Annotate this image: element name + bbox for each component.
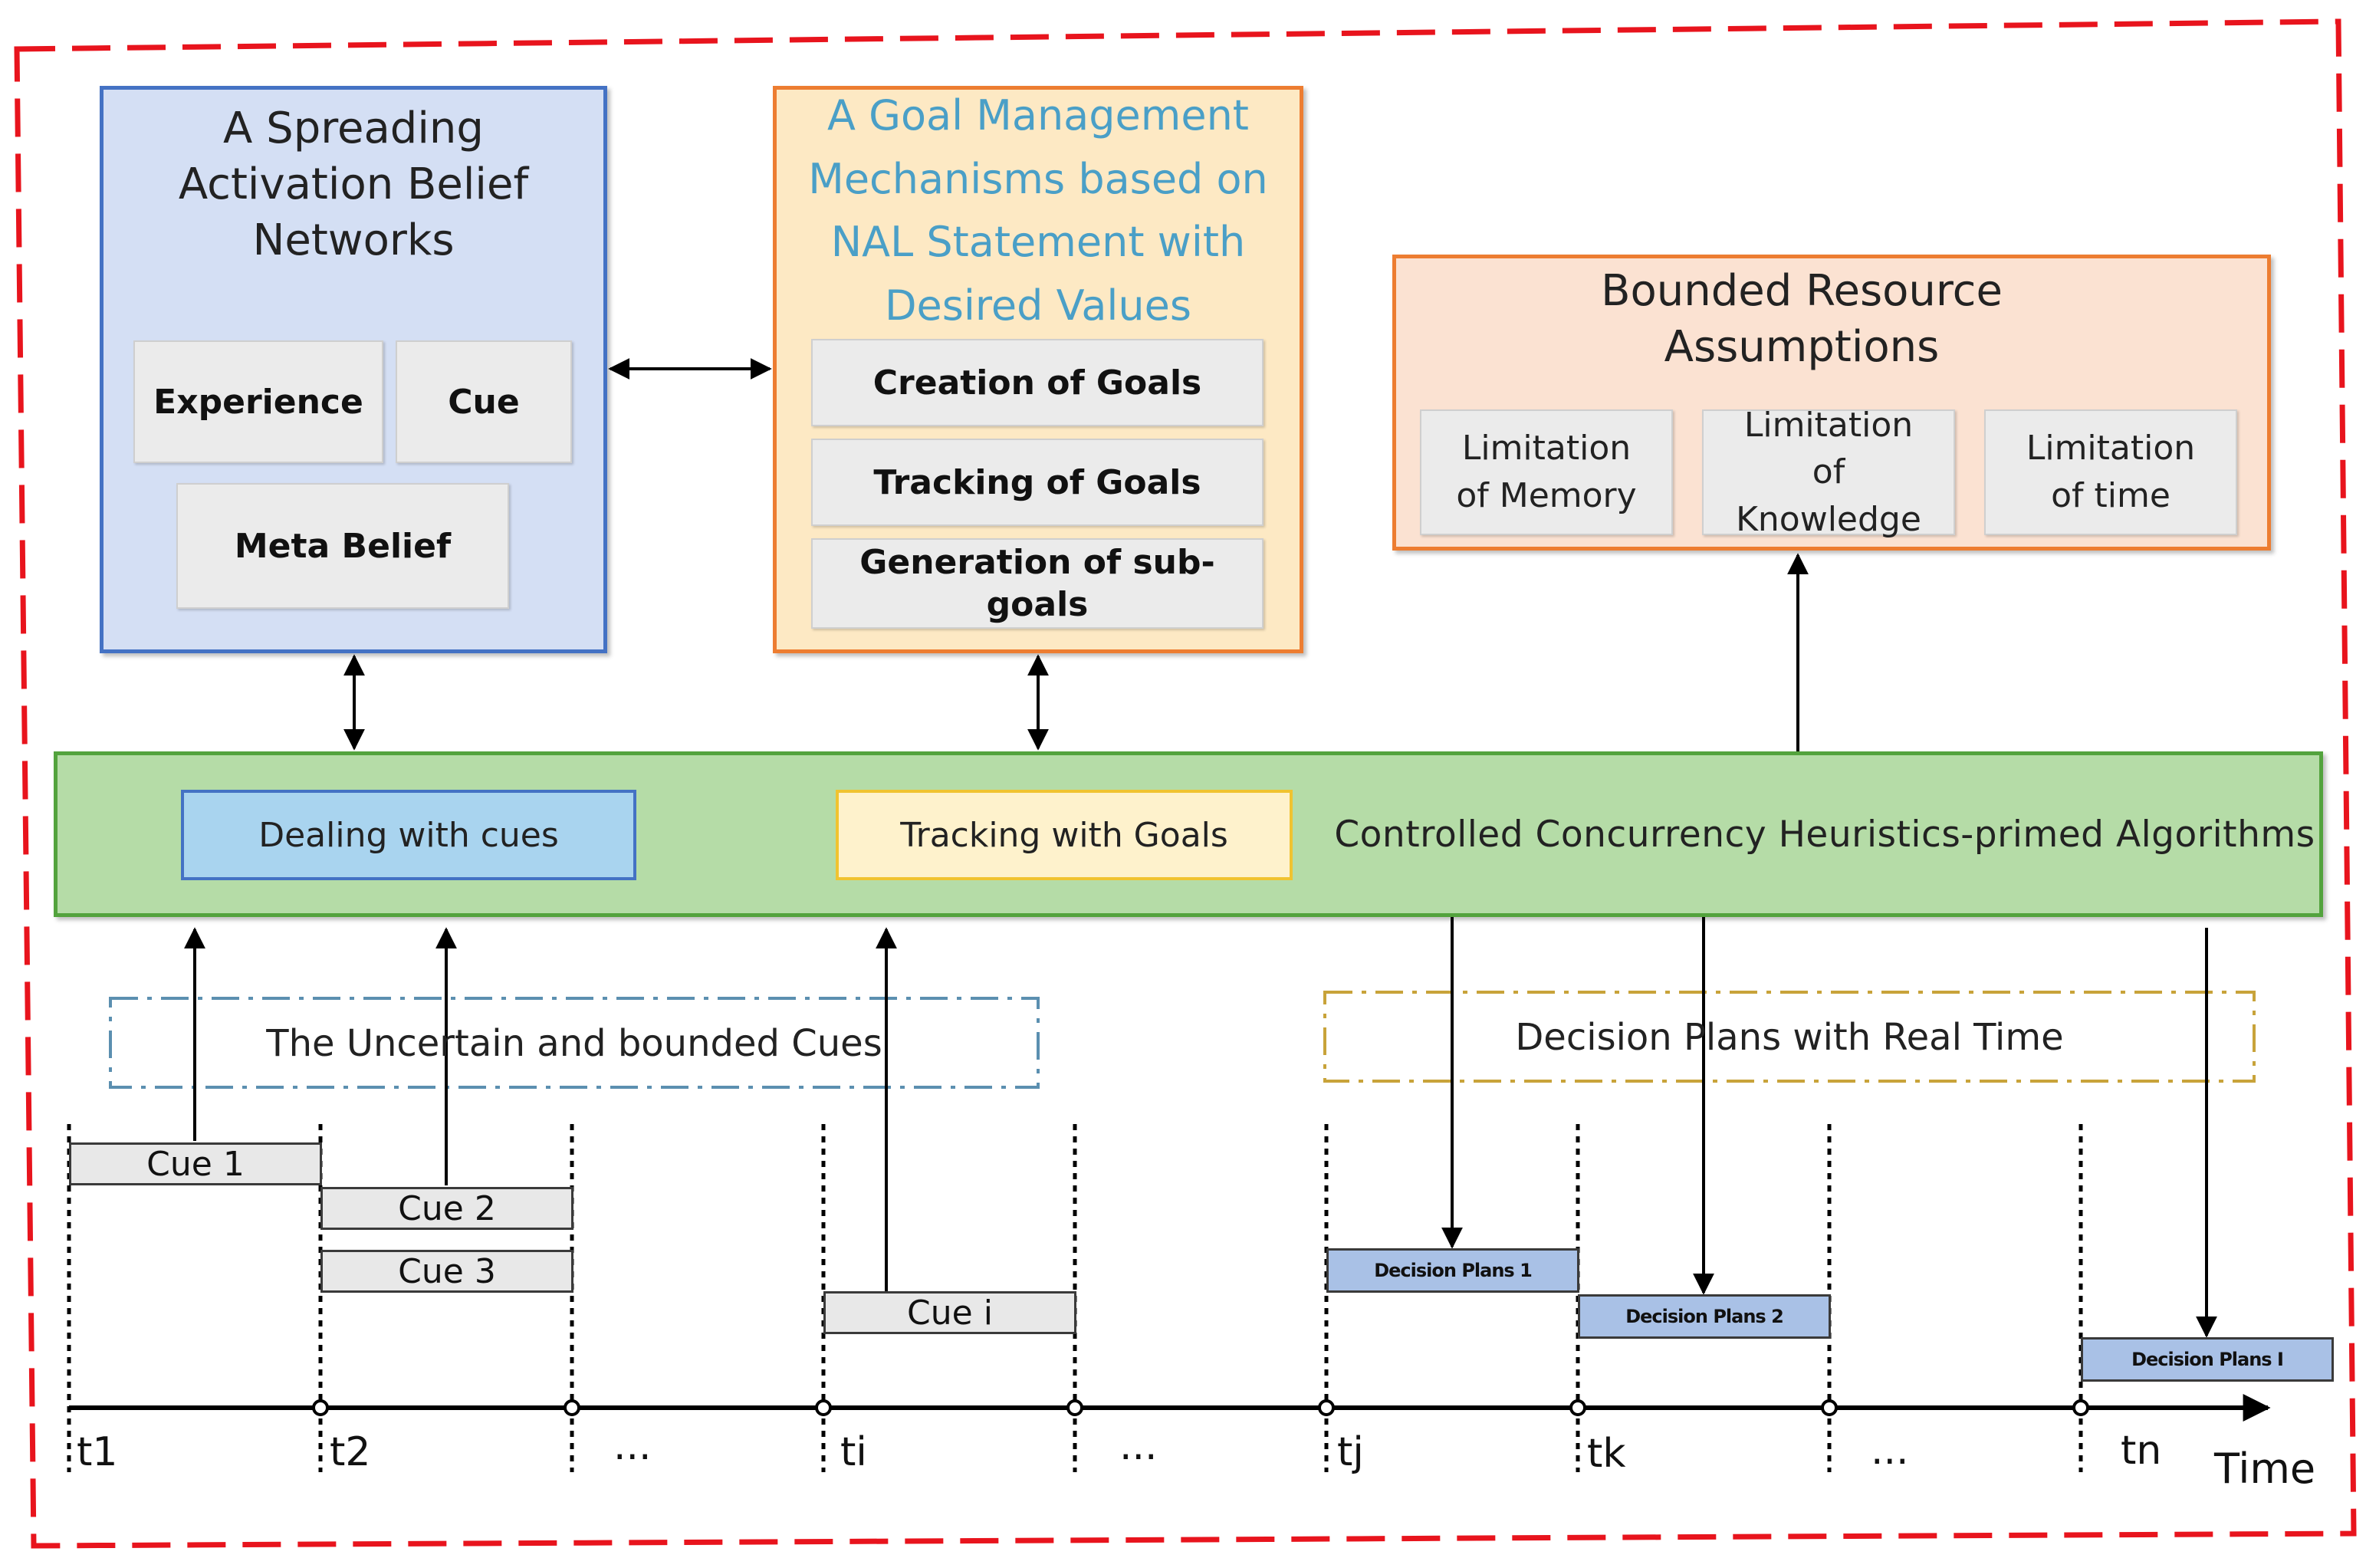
dealing-with-cues-box: Dealing with cues <box>181 790 636 880</box>
goal-management-title: A Goal Management Mechanisms based on NA… <box>808 91 1268 330</box>
limitation-memory-box: Limitation of Memory <box>1420 409 1673 535</box>
tracking-with-goals-box: Tracking with Goals <box>836 790 1293 880</box>
tick-ellipsis-2: ... <box>1119 1423 1158 1469</box>
tick-ellipsis-1: ... <box>613 1423 652 1469</box>
decision-plans-I-box: Decision Plans I <box>2081 1337 2334 1382</box>
cue-box: Cue <box>396 340 572 463</box>
cue-2-box: Cue 2 <box>320 1187 573 1230</box>
controlled-concurrency-label: Controlled Concurrency Heuristics-primed… <box>1334 814 2315 856</box>
decision-plans-box <box>1323 991 2256 1083</box>
meta-belief-box: Meta Belief <box>176 483 509 609</box>
outer-dashed-border <box>14 18 2357 1549</box>
tick-tn: tn <box>2121 1428 2162 1474</box>
tick-ti: ti <box>840 1429 867 1475</box>
cue-3-box: Cue 3 <box>320 1250 573 1293</box>
uncertain-cues-label: The Uncertain and bounded Cues <box>266 1022 882 1065</box>
cue-i-box: Cue i <box>823 1291 1076 1334</box>
time-axis-nodes <box>312 1399 2089 1416</box>
generation-of-subgoals-box: Generation of sub-goals <box>811 538 1264 629</box>
creation-of-goals-box: Creation of Goals <box>811 339 1264 426</box>
tick-tj: tj <box>1337 1429 1364 1475</box>
spreading-activation-title: A Spreading Activation Belief Networks <box>178 104 529 265</box>
tick-t2: t2 <box>330 1429 371 1475</box>
uncertain-cues-box <box>109 997 1040 1089</box>
experience-box: Experience <box>133 340 383 463</box>
decision-plans-label: Decision Plans with Real Time <box>1515 1016 2064 1059</box>
time-axis-label: Time <box>2214 1445 2316 1493</box>
decision-plans-1-box: Decision Plans 1 <box>1326 1248 1579 1293</box>
limitation-knowledge-box: Limitation of Knowledge <box>1702 406 1955 539</box>
limitation-time-box: Limitation of time <box>1984 409 2237 535</box>
tick-t1: t1 <box>77 1429 118 1475</box>
tick-tk: tk <box>1587 1431 1626 1477</box>
tick-ellipsis-3: ... <box>1871 1428 1909 1474</box>
tracking-of-goals-box: Tracking of Goals <box>811 439 1264 526</box>
cue-1-box: Cue 1 <box>69 1142 322 1185</box>
decision-plans-2-box: Decision Plans 2 <box>1578 1294 1831 1339</box>
bounded-resource-title: Bounded Resource Assumptions <box>1601 266 2003 372</box>
